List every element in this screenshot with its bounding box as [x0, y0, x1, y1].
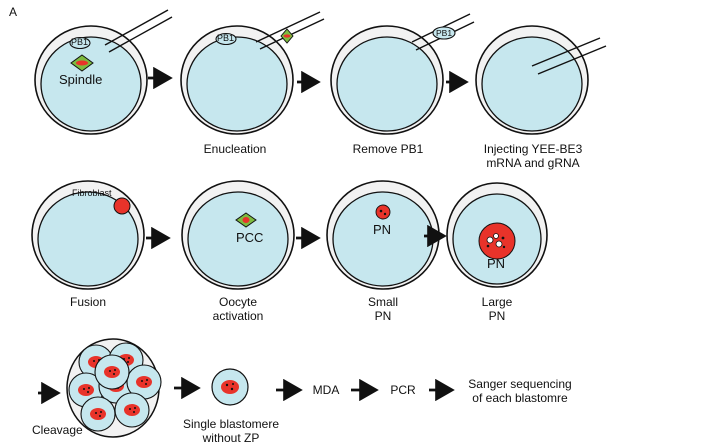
pcc-label: PCC	[236, 230, 264, 245]
caption-sanger-line2: of each blastomre	[472, 391, 568, 405]
caption-oocyte-line2: activation	[212, 309, 264, 323]
pb1-label: PB1	[71, 37, 89, 47]
caption-injecting-line1: Injecting YEE-BE3	[483, 142, 583, 156]
single-blastomere	[211, 368, 249, 406]
small-pronucleus	[375, 204, 391, 220]
caption-single-line1: Single blastomere	[182, 417, 280, 431]
caption-oocyte-line1: Oocyte	[218, 295, 257, 309]
caption-fusion: Fusion	[69, 295, 107, 309]
spindle-label: Spindle	[59, 72, 103, 87]
pn-label: PN	[373, 222, 392, 237]
caption-enucleation: Enucleation	[203, 142, 267, 156]
blastomere	[94, 354, 130, 390]
oocyte-activation	[181, 180, 295, 290]
pn-label: PN	[487, 256, 506, 271]
caption-pcr: PCR	[390, 383, 416, 397]
caption-single-line2: without ZP	[202, 431, 260, 445]
spindle-in-pipette-icon	[280, 28, 294, 44]
oocyte-enucleation	[180, 11, 325, 135]
panel-label: A	[9, 5, 18, 19]
oocyte-fusion	[31, 180, 145, 290]
caption-injecting-line2: mRNA and gRNA	[486, 156, 580, 170]
pcc-icon	[235, 212, 257, 228]
oocyte-small-pn	[326, 180, 440, 290]
caption-large-line2: PN	[488, 309, 506, 323]
caption-large-line1: Large	[481, 295, 513, 309]
oocyte-remove-pb1	[330, 13, 475, 135]
blastomere	[114, 392, 150, 428]
fibroblast-label: Fibroblast	[72, 188, 112, 198]
caption-mda: MDA	[312, 383, 340, 397]
caption-cleavage: Cleavage	[32, 423, 83, 437]
caption-small-line1: Small	[367, 295, 398, 309]
large-pronucleus	[478, 222, 516, 260]
oocyte-large-pn	[446, 182, 548, 288]
injection-needle-1	[531, 37, 601, 67]
spindle-icon	[70, 54, 94, 72]
pipette-1	[104, 9, 169, 46]
oocyte-injection	[475, 25, 607, 135]
caption-remove-pb1: Remove PB1	[352, 142, 424, 156]
oocyte-with-spindle	[34, 9, 173, 135]
blastomere	[80, 396, 116, 432]
fibroblast-cell	[113, 197, 131, 215]
cleavage-embryo	[66, 338, 162, 438]
caption-small-line2: PN	[374, 309, 392, 323]
caption-sanger-line1: Sanger sequencing	[468, 377, 572, 391]
pb1-label: PB1	[436, 28, 453, 38]
pb1-label: PB1	[217, 33, 235, 43]
